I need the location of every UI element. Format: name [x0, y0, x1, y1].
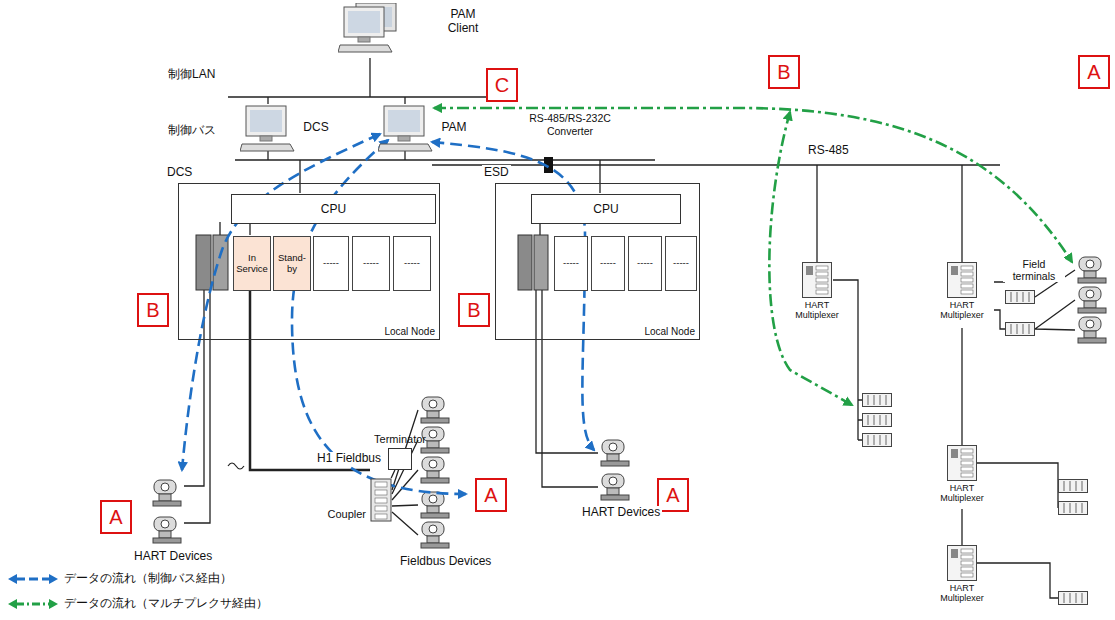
io-card: Stand-by [273, 236, 311, 291]
io-card: ----- [628, 236, 662, 291]
multiplexer-label: HART Multiplexer [785, 300, 849, 321]
computer-picture [240, 102, 295, 158]
callout-box: B [137, 293, 169, 327]
converter-label: RS-485/RS-232C Converter [515, 112, 625, 137]
text-label: Field terminals [1003, 258, 1065, 282]
converter: RS-485/RS-232C Converter [515, 112, 625, 140]
legend-text: データの流れ（制御バス経由） [64, 570, 232, 587]
card-label: In Service [235, 253, 269, 275]
callout-letter: A [1087, 62, 1100, 82]
fieldbus-coupler: Coupler [370, 478, 392, 522]
io-card: ----- [554, 236, 588, 291]
callout-letter: B [777, 62, 790, 82]
hart-multiplexer: HART Multiplexer [930, 262, 994, 328]
controller-name: DCS [165, 165, 194, 179]
multiplexer-picture [802, 262, 832, 302]
multiplexer-picture [947, 445, 977, 485]
io-card: In Service [233, 236, 271, 291]
computer-picture [338, 3, 404, 59]
callout-letter: C [495, 75, 509, 95]
legend-head [8, 574, 17, 584]
terminator-box: Terminator [388, 448, 412, 470]
card-label: ----- [637, 258, 653, 269]
controller-frame: DCSLocal NodeCPUIn ServiceStand-by------… [178, 183, 440, 340]
controller-frame: ESDLocal NodeCPU-------------------- [495, 183, 700, 340]
io-card: ----- [591, 236, 625, 291]
legend-row: データの流れ（マルチプレクサ経由） [8, 595, 268, 612]
multiplexer-label: HART Multiplexer [930, 483, 994, 504]
card-label: ----- [600, 258, 616, 269]
io-card: ----- [665, 236, 697, 291]
callout-box: A [100, 500, 132, 534]
text-label: RS-485 [806, 144, 870, 158]
local-node-label: Local Node [644, 326, 695, 337]
connector-line [391, 470, 395, 478]
hart-multiplexer: HART Multiplexer [785, 262, 849, 328]
callout-letter: B [146, 300, 159, 320]
text-label: HART Devices [132, 550, 214, 564]
legend-head [49, 599, 58, 609]
card-label: ----- [404, 258, 420, 269]
io-card: ----- [352, 236, 390, 291]
computer-picture [378, 102, 433, 158]
connector-line [961, 328, 962, 445]
hart-multiplexer: HART Multiplexer [930, 545, 994, 609]
io-card: ----- [393, 236, 431, 291]
connector-line [961, 509, 962, 545]
cpu-box: CPU [231, 194, 436, 224]
computer-label: PAM [436, 120, 472, 134]
local-node-label: Local Node [384, 326, 435, 337]
terminator-label: Terminator [374, 433, 426, 445]
legend-line [16, 602, 50, 605]
card-label: ----- [563, 258, 579, 269]
coupler-picture [370, 478, 392, 526]
legend-sample [8, 572, 58, 586]
cpu-label: CPU [321, 202, 346, 216]
controller-name: ESD [482, 165, 511, 179]
text-label: 制御LAN [166, 68, 240, 82]
io-card: ----- [313, 236, 349, 291]
callout-box: C [486, 68, 518, 102]
text-label: HART Devices [580, 506, 662, 520]
computer-icon: PAM [378, 102, 473, 152]
multiplexer-label: HART Multiplexer [930, 300, 994, 321]
computer-icon: DCS [240, 102, 335, 152]
legend-row: データの流れ（制御バス経由） [8, 570, 232, 587]
computer-icon: PAM Client [338, 3, 503, 61]
callout-letter: A [109, 507, 122, 527]
card-label: ----- [673, 258, 689, 269]
callout-box: B [458, 293, 490, 327]
text-label: 制御バス [166, 124, 240, 138]
callout-box: A [1078, 55, 1110, 89]
cpu-box: CPU [531, 194, 681, 224]
multiplexer-label: HART Multiplexer [930, 583, 994, 604]
text-label: H1 Fieldbus [315, 452, 383, 466]
legend-head [8, 599, 17, 609]
callout-box: A [475, 478, 507, 512]
multiplexer-picture [947, 262, 977, 302]
computer-label: DCS [298, 120, 334, 134]
legend-line [16, 577, 50, 580]
callout-box: B [768, 55, 800, 89]
multiplexer-picture [947, 545, 977, 585]
text-label: Fieldbus Devices [398, 555, 493, 569]
hart-multiplexer: HART Multiplexer [930, 445, 994, 509]
computer-label: PAM Client [438, 7, 488, 36]
coupler-label: Coupler [327, 508, 366, 520]
callout-letter: B [467, 300, 480, 320]
cpu-label: CPU [593, 202, 618, 216]
callout-letter: A [484, 485, 497, 505]
card-label: Stand-by [275, 253, 309, 275]
card-label: ----- [363, 258, 379, 269]
callout-letter: A [666, 485, 679, 505]
legend-head [49, 574, 58, 584]
card-label: ----- [323, 258, 339, 269]
legend-text: データの流れ（マルチプレクサ経由） [64, 595, 268, 612]
legend-sample [8, 597, 58, 611]
